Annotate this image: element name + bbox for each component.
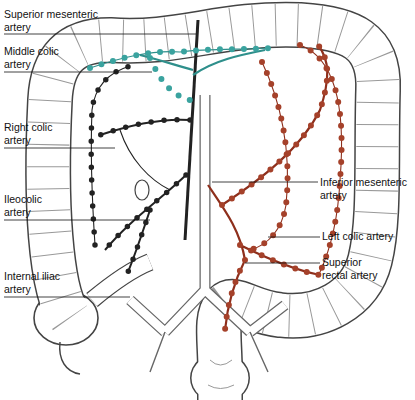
vessel-section	[135, 180, 149, 200]
colon-outline	[48, 25, 378, 400]
artery-label: Middle colic artery	[4, 45, 76, 70]
artery-label: Inferior mesenteric artery	[320, 176, 415, 201]
appendix	[60, 342, 80, 374]
artery-label: Internal iliac artery	[4, 270, 82, 295]
black-arcade	[91, 66, 170, 245]
aorta-outline	[130, 95, 285, 332]
artery-label: Left colic artery	[322, 230, 414, 243]
black-dots	[91, 66, 190, 272]
artery-label: Superior rectal artery	[322, 256, 386, 281]
aorta-body	[130, 95, 285, 332]
right-colic-ileocolic-vessels	[100, 120, 190, 272]
artery-label: Right colic artery	[4, 121, 74, 146]
cecum-body	[36, 293, 97, 344]
ileum-outline	[92, 262, 150, 300]
ileum-body	[92, 262, 150, 300]
colon-body	[48, 25, 378, 400]
rectal-folds	[208, 360, 234, 389]
rectum-body	[192, 354, 249, 400]
artery-label: Superior mesenteric artery	[4, 8, 112, 33]
artery-label: Ileocolic artery	[4, 193, 64, 218]
leader-line	[4, 34, 320, 297]
inferior-mesenteric-vessels	[208, 45, 327, 330]
external-iliac	[150, 332, 268, 372]
